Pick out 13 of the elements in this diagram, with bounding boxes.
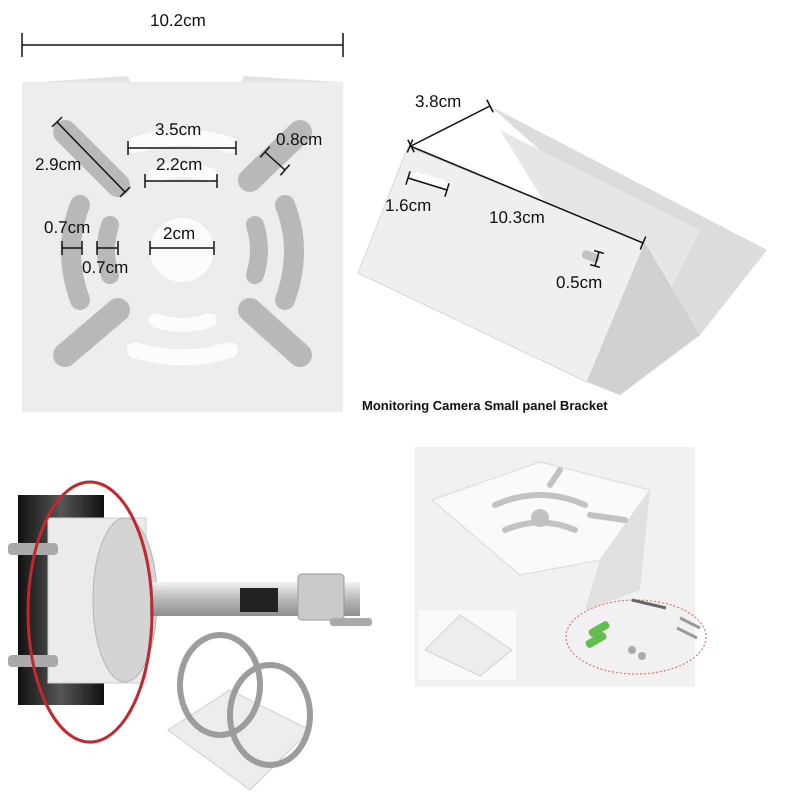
caption: Monitoring Camera Small panel Bracket xyxy=(362,398,608,413)
slot-length-dimension: 2.9cm xyxy=(35,156,82,173)
slot-length-dimension: 3.5cm xyxy=(155,121,202,138)
length-dimension: 10.3cm xyxy=(489,209,545,226)
slot-length-dimension: 2.2cm xyxy=(156,156,202,173)
slot-length-dimension: 1.6cm xyxy=(385,197,432,214)
slot-width-dimension: 0.7cm xyxy=(44,219,90,236)
hole-diameter-dimension: 2cm xyxy=(163,225,196,242)
slot-width-dimension: 0.7cm xyxy=(82,259,128,276)
slot-width-dimension: 0.8cm xyxy=(276,131,322,148)
depth-dimension: 3.8cm xyxy=(415,93,462,110)
slot-width-dimension: 0.5cm xyxy=(556,274,602,291)
width-dimension: 10.2cm xyxy=(150,12,206,29)
